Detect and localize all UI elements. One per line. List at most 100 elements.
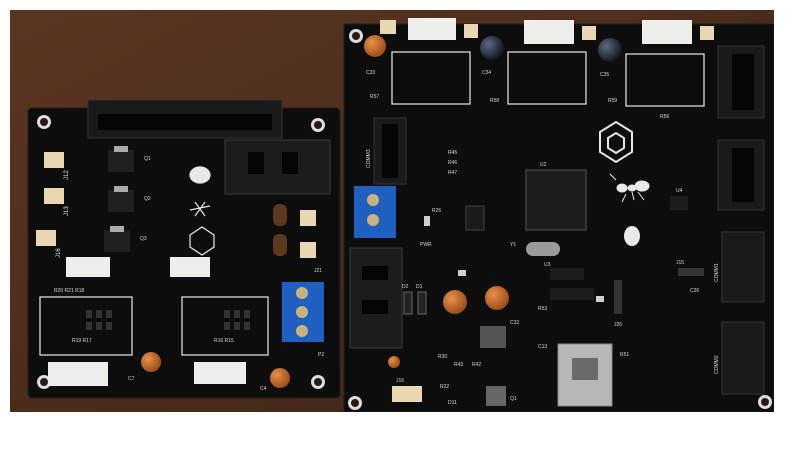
label-r20-r21: R20 R21 R18 xyxy=(54,288,85,294)
driver-socket-right: R16 R15 R19 R17 xyxy=(72,296,269,356)
regulator xyxy=(480,326,506,348)
top-jst-1 xyxy=(380,20,396,34)
label-r26: R26 xyxy=(432,208,441,214)
label-c7: C7 xyxy=(128,376,135,382)
label-y1: Y1 xyxy=(510,242,516,248)
cap-c33 xyxy=(364,35,386,57)
mosfets: Q1 Q2 Q3 xyxy=(104,146,151,252)
usb-b-port: R51 xyxy=(557,343,629,407)
label-d11: D11 xyxy=(448,400,457,406)
jst-small-b xyxy=(300,242,316,258)
label-j16: J16 xyxy=(396,378,404,384)
label-r45: R45 xyxy=(448,150,457,156)
label-comm2: COMM2 xyxy=(714,355,720,374)
label-r42: R42 xyxy=(472,362,481,368)
label-r16-r15: R16 R15 xyxy=(214,338,234,344)
label-p2: P2 xyxy=(318,352,324,358)
blue-terminal-left: P2 xyxy=(282,282,324,358)
mcu-chip-u2: U2 xyxy=(525,162,587,231)
cap-c34 xyxy=(480,36,504,60)
right-board: C33 C34 C35 R57 R58 R59 R56 COMM1 COMM2 … xyxy=(343,18,774,412)
chick-silk xyxy=(624,226,640,246)
jst-connectors-left: J12 J13 J16 xyxy=(36,152,70,258)
label-comm1: COMM1 xyxy=(714,263,720,282)
label-d2: D2 xyxy=(402,284,409,290)
label-r57: R57 xyxy=(370,94,379,100)
label-c4: C4 xyxy=(260,386,267,392)
label-c34: C34 xyxy=(482,70,491,76)
label-r53: R53 xyxy=(538,306,547,312)
relay-block xyxy=(224,139,331,195)
cap-center-1 xyxy=(443,290,467,314)
capacitors-left-board: C7 C4 xyxy=(128,204,290,392)
label-c13: C13 xyxy=(538,344,547,350)
white-connector-d xyxy=(194,362,246,384)
label-q1: Q1 xyxy=(510,396,517,402)
crystal-y1 xyxy=(526,242,560,256)
label-j26: J26 xyxy=(614,322,622,328)
top-connector-2 xyxy=(524,20,574,44)
ant-logo-silk xyxy=(189,166,215,256)
label-u3: U3 xyxy=(544,262,551,268)
header-j19 xyxy=(465,205,485,231)
cube-logo-silk xyxy=(599,120,633,164)
label-j21: J21 xyxy=(314,268,322,274)
pcb-photo: J12 J13 J16 Q1 Q2 Q3 R20 R2 xyxy=(10,10,774,412)
chip-ch340 xyxy=(550,288,594,300)
idc-header xyxy=(87,99,283,139)
driver-socket-3 xyxy=(625,53,705,107)
label-q3: Q3 xyxy=(140,236,147,242)
chip-u4 xyxy=(670,196,688,210)
label-d1: D1 xyxy=(416,284,423,290)
label-r58: R58 xyxy=(490,98,499,104)
label-u4: U4 xyxy=(676,188,683,194)
label-c32: C32 xyxy=(510,320,519,326)
jst-j16 xyxy=(392,386,422,402)
driver-socket-2 xyxy=(507,51,587,105)
transistor-q1 xyxy=(486,386,506,406)
label-r47: R47 xyxy=(448,170,457,176)
label-j15: J15 xyxy=(676,260,684,266)
label-r51: R51 xyxy=(620,352,629,358)
label-c35: C35 xyxy=(600,72,609,78)
label-u2: U2 xyxy=(540,162,547,168)
label-r59: R59 xyxy=(608,98,617,104)
label-j13: J13 xyxy=(64,206,70,216)
led-d4 xyxy=(458,270,466,276)
driver-socket-left: R20 R21 R18 xyxy=(39,288,133,356)
label-comm3: COMM3 xyxy=(366,149,372,168)
chip-u3 xyxy=(550,268,584,280)
top-connector-3 xyxy=(642,20,692,44)
cap-c35 xyxy=(598,38,622,62)
label-c26: C26 xyxy=(690,288,699,294)
label-j16: J16 xyxy=(56,248,62,258)
label-r56: R56 xyxy=(660,114,669,120)
jst-small-a xyxy=(300,210,316,226)
label-c33: C33 xyxy=(366,70,375,76)
label-r30: R30 xyxy=(438,354,447,360)
top-connector-1 xyxy=(408,18,456,40)
top-jst-3 xyxy=(582,26,596,40)
led-d5 xyxy=(596,296,604,302)
label-q2: Q2 xyxy=(144,196,151,202)
ant-silk xyxy=(609,173,650,203)
header-j26 xyxy=(614,280,622,314)
white-connector-b xyxy=(170,257,210,277)
comm1-header xyxy=(721,231,765,303)
pcb-scene: J12 J13 J16 Q1 Q2 Q3 R20 R2 xyxy=(10,10,774,412)
label-r43: R43 xyxy=(454,362,463,368)
driver-socket-1 xyxy=(391,51,471,105)
relay-right xyxy=(349,247,403,349)
diode-d2 xyxy=(403,291,413,315)
white-connector-a xyxy=(66,257,110,277)
label-j12: J12 xyxy=(64,170,70,180)
cap-center-2 xyxy=(485,286,509,310)
blue-terminal-right xyxy=(354,186,396,238)
label-r22: R22 xyxy=(440,384,449,390)
label-r46: R46 xyxy=(448,160,457,166)
label-r19-r17: R19 R17 xyxy=(72,338,92,344)
label-pwr: PWR xyxy=(420,242,432,248)
comm2-header xyxy=(721,321,765,395)
led-pwr xyxy=(424,216,430,226)
diode-d1 xyxy=(417,291,427,315)
